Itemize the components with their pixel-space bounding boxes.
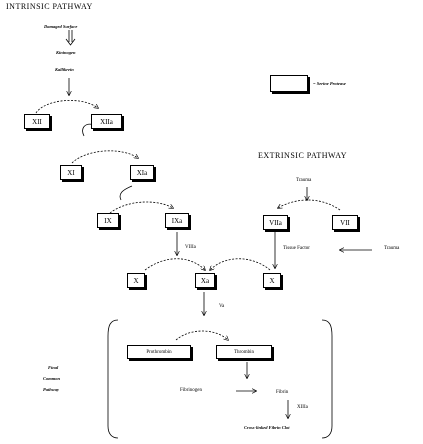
trauma-top-label: Trauma xyxy=(296,178,312,183)
trauma-right-label: Trauma xyxy=(384,246,400,251)
viiia-label: VIIIa xyxy=(185,245,196,250)
xii-activation-arc xyxy=(35,100,98,114)
factor-ixa-box: IXa xyxy=(165,213,189,228)
factor-viia-label: VIIa xyxy=(269,218,282,227)
fibrinogen-label: Fibrinogen xyxy=(180,388,202,393)
thrombin-box: Thrombin xyxy=(216,345,272,359)
factor-xi-box: XI xyxy=(60,165,82,180)
x-activation-arc-right xyxy=(210,258,271,270)
factor-viia-box: VIIa xyxy=(263,215,288,230)
factor-vii-label: VII xyxy=(340,218,350,227)
x-activation-arc-left xyxy=(144,258,205,270)
xi-activation-arc xyxy=(71,150,138,164)
xiiia-label: XIIIa xyxy=(297,405,308,410)
factor-x-left-label: X xyxy=(133,276,139,285)
crosslinked-clot-label: Cross-linked Fibrin Clot xyxy=(244,425,290,430)
factor-x-right-box: X xyxy=(263,273,281,288)
factor-xii-label: XII xyxy=(32,117,42,126)
factor-xia-label: XIa xyxy=(136,168,148,177)
factor-vii-box: VII xyxy=(332,215,358,230)
factor-xa-box: Xa xyxy=(195,273,215,288)
final-common-bracket-right xyxy=(321,319,333,439)
factor-xiia-label: XIIa xyxy=(100,117,113,126)
kallikrein-label: Kallikrein xyxy=(55,67,74,72)
final-common-label-3: Pathway xyxy=(43,387,60,392)
factor-x-left-box: X xyxy=(127,273,145,288)
factor-ixa-label: IXa xyxy=(171,216,183,225)
tissue-factor-label: Tissue Factor xyxy=(283,246,310,251)
kininogen-label: Kininogen xyxy=(56,50,76,55)
thrombin-label: Thrombin xyxy=(234,349,254,355)
final-common-label-2: Common xyxy=(43,376,61,381)
prothrombin-label: Prothrombin xyxy=(146,349,172,355)
final-common-label-1: Final xyxy=(48,365,59,370)
prothrombin-box: Prothrombin xyxy=(127,345,191,359)
factor-xa-label: Xa xyxy=(200,276,210,285)
factor-xii-box: XII xyxy=(24,114,50,129)
ix-activation-arc xyxy=(109,201,173,214)
factor-x-right-label: X xyxy=(269,276,275,285)
legend-box xyxy=(270,75,308,92)
legend-serine-protease: = Serine Protease xyxy=(313,81,346,86)
factor-ix-label: IX xyxy=(104,216,112,225)
factor-xi-label: XI xyxy=(67,168,75,177)
intrinsic-pathway-title: INTRINSIC PATHWAY xyxy=(6,2,93,11)
prothrombin-activation-arc xyxy=(175,330,228,340)
va-label: Va xyxy=(219,304,225,309)
damaged-surface-label: Damaged Surface xyxy=(44,24,78,29)
factor-xia-box: XIa xyxy=(130,165,154,180)
factor-xiia-box: XIIa xyxy=(91,114,122,129)
extrinsic-pathway-title: EXTRINSIC PATHWAY xyxy=(258,151,348,160)
fibrin-label: Fibrin xyxy=(276,390,289,395)
factor-ix-box: IX xyxy=(97,213,119,228)
vii-activation-arc xyxy=(278,199,341,211)
final-common-bracket-left xyxy=(107,319,119,439)
xia-to-ix-arc xyxy=(119,185,133,201)
